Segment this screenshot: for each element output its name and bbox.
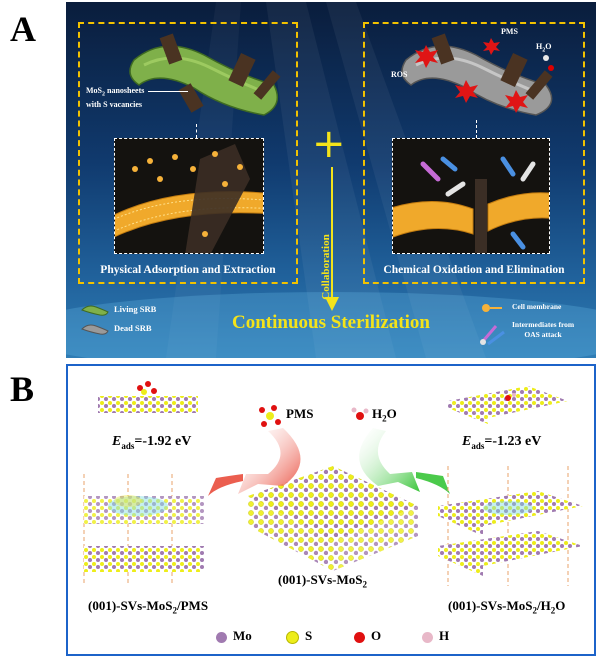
plus-sign: +: [312, 121, 346, 167]
panel-b-graphics: [83, 381, 583, 586]
left-process-box: [78, 22, 298, 284]
top-right-structure: [448, 386, 568, 424]
collaboration-label: Collaboration: [320, 234, 332, 300]
center-structure-caption: (001)-SVs-MoS2: [278, 572, 367, 590]
legend-dead-srb: Dead SRB: [114, 323, 152, 333]
legend-cell-membrane: Cell membrane: [512, 302, 562, 311]
right-zoom-box: [392, 138, 550, 254]
mos2-nanosheet-note: MoS2 nanosheets with S vacancies: [86, 86, 145, 109]
pms-arrow: [238, 428, 301, 494]
continuous-sterilization-label: Continuous Sterilization: [232, 312, 430, 333]
pms-note-a: PMS: [501, 27, 518, 36]
left-zoom-box: [114, 138, 264, 254]
intermediates-legend-icon: [480, 325, 505, 346]
panel-a: MoS2 nanosheets with S vacancies Physica…: [66, 2, 596, 358]
living-srb-legend-icon: [81, 305, 109, 316]
legend-h: H: [422, 628, 449, 644]
living-srb-bacterium: [129, 33, 281, 116]
right-process-label: Chemical Oxidation and Elimination: [383, 264, 565, 276]
dead-srb-legend-icon: [81, 324, 109, 335]
panel-b-letter: B: [10, 369, 35, 409]
legend-mo: Mo: [216, 628, 252, 644]
right-zoom-connector: [476, 120, 477, 138]
cell-membrane-legend-icon: [482, 304, 502, 312]
left-zoom-connector: [196, 124, 197, 138]
h-atom-icon: [422, 631, 433, 643]
h2o-label-b: H2O: [372, 406, 397, 424]
left-process-label: Physical Adsorption and Extraction: [100, 264, 276, 276]
right-structure-caption: (001)-SVs-MoS2/H2O: [448, 598, 566, 616]
bottom-right-slab: [438, 466, 583, 586]
top-left-structure: [98, 381, 198, 413]
legend-o: O: [354, 628, 381, 644]
panel-b: Eads=-1.92 eV Eads=-1.23 eV PMS H2O (001…: [66, 364, 596, 656]
center-mos2-slab: [248, 466, 418, 571]
pms-label-b: PMS: [286, 406, 314, 421]
o-atom-icon: [354, 631, 365, 643]
left-structure-caption: (001)-SVs-MoS2/PMS: [88, 598, 209, 616]
e-ads-right: Eads=-1.23 eV: [462, 434, 542, 451]
s-atom-icon: [286, 630, 299, 644]
h2o-molecule: [351, 407, 369, 420]
panel-a-letter: A: [10, 9, 36, 49]
bottom-left-slab: [83, 474, 204, 586]
dead-srb-bacterium: [401, 33, 554, 116]
collaboration-arrow: [325, 167, 339, 311]
h2o-arrow: [359, 428, 420, 492]
legend-living-srb: Living SRB: [114, 304, 157, 314]
legend-s: S: [286, 628, 312, 644]
mo-atom-icon: [216, 631, 227, 643]
h2o-note-a: H2O: [536, 42, 552, 54]
note-leader-line: [148, 91, 188, 92]
e-ads-left: Eads=-1.92 eV: [112, 434, 192, 451]
right-process-box: [363, 22, 585, 284]
pms-molecule: [259, 405, 281, 427]
ros-note: ROS: [391, 70, 408, 79]
